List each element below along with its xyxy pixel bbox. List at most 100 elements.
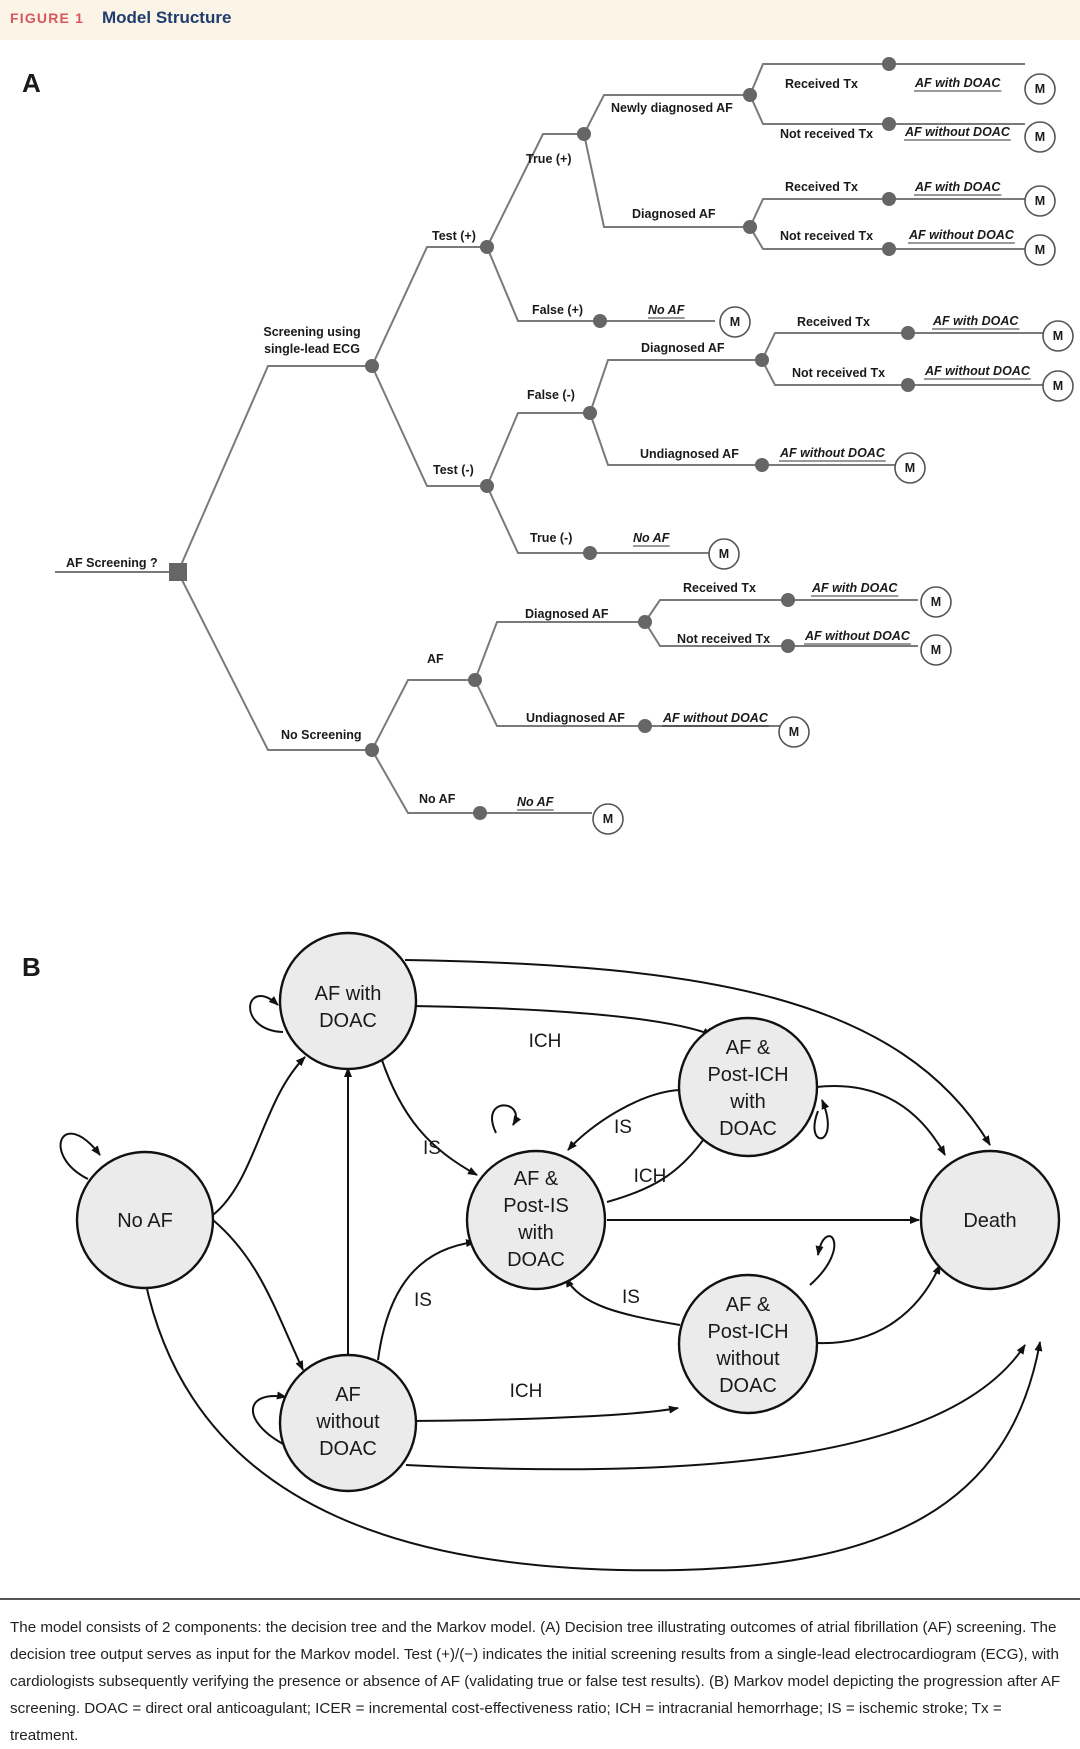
figure-header: FIGURE 1 Model Structure xyxy=(0,0,1080,40)
outcome-without-doac: AF without DOAC xyxy=(908,228,1015,242)
outcome-without-doac: AF without DOAC xyxy=(779,446,886,460)
undiagnosed-label: Undiagnosed AF xyxy=(526,711,625,725)
not-received-label: Not received Tx xyxy=(677,632,770,646)
edge-label-is: IS xyxy=(614,1117,632,1138)
chance-nodes xyxy=(365,57,915,820)
terminal-m: M xyxy=(592,803,624,835)
outcome-no-af: No AF xyxy=(517,795,554,809)
false-neg-label: False (-) xyxy=(527,388,575,402)
edge-label-is: IS xyxy=(622,1287,640,1308)
figure-diagram: A xyxy=(22,57,1074,1572)
state-af-without-doac: AF without DOAC xyxy=(278,1353,418,1493)
state-no-af: No AF xyxy=(75,1150,215,1290)
received-label: Received Tx xyxy=(683,581,756,595)
edge-label-ich: ICH xyxy=(510,1381,543,1402)
state-death: Death xyxy=(919,1149,1061,1291)
svg-text:M: M xyxy=(789,725,799,739)
svg-text:M: M xyxy=(1053,379,1063,393)
svg-text:DOAC: DOAC xyxy=(507,1249,565,1271)
received-label: Received Tx xyxy=(797,315,870,329)
diagnosed-label: Diagnosed AF xyxy=(641,341,725,355)
diagnosed-label: Diagnosed AF xyxy=(525,607,609,621)
terminal-m: M xyxy=(1024,234,1056,266)
terminal-m: M xyxy=(719,306,751,338)
terminal-m: M xyxy=(1024,121,1056,153)
undiagnosed-label: Undiagnosed AF xyxy=(640,447,739,461)
terminal-m: M xyxy=(1042,320,1074,352)
terminal-m: M xyxy=(920,586,952,618)
markov-terminals: M M M M M M M M M M M M M xyxy=(592,73,1074,835)
edge-label-is: IS xyxy=(414,1290,432,1311)
no-screening-label: No Screening xyxy=(281,728,362,742)
received-label: Received Tx xyxy=(785,180,858,194)
test-neg-label: Test (-) xyxy=(433,463,474,477)
svg-text:M: M xyxy=(931,643,941,657)
svg-text:AF &: AF & xyxy=(726,1294,771,1316)
outcome-with-doac: AF with DOAC xyxy=(914,180,1001,194)
svg-text:M: M xyxy=(730,315,740,329)
svg-text:with: with xyxy=(729,1091,766,1113)
svg-text:DOAC: DOAC xyxy=(719,1375,777,1397)
terminal-m: M xyxy=(1042,370,1074,402)
svg-text:Post-IS: Post-IS xyxy=(503,1195,569,1217)
state-af-with-doac: AF with DOAC xyxy=(278,931,418,1071)
markov-states: No AF AF with DOAC AF without DOAC AF & … xyxy=(75,931,1061,1493)
af-label: AF xyxy=(427,652,444,666)
svg-text:M: M xyxy=(1035,130,1045,144)
svg-text:Post-ICH: Post-ICH xyxy=(707,1321,788,1343)
terminal-m: M xyxy=(894,452,926,484)
true-pos-label: True (+) xyxy=(526,152,572,166)
diagnosed-label: Diagnosed AF xyxy=(632,207,716,221)
outcome-with-doac: AF with DOAC xyxy=(914,76,1001,90)
outcome-no-af: No AF xyxy=(648,303,685,317)
svg-text:M: M xyxy=(931,595,941,609)
outcome-without-doac: AF without DOAC xyxy=(904,125,1011,139)
not-received-label: Not received Tx xyxy=(780,127,873,141)
edge-label-ich: ICH xyxy=(529,1031,562,1052)
received-label: Received Tx xyxy=(785,77,858,91)
figure-title: Model Structure xyxy=(102,8,232,27)
figure-label: FIGURE 1 xyxy=(10,10,85,26)
not-received-label: Not received Tx xyxy=(792,366,885,380)
panel-a-label: A xyxy=(22,68,41,98)
no-af-branch-label: No AF xyxy=(419,792,456,806)
svg-text:M: M xyxy=(1053,329,1063,343)
svg-text:DOAC: DOAC xyxy=(319,1438,377,1460)
terminal-m: M xyxy=(778,716,810,748)
svg-text:with: with xyxy=(517,1222,554,1244)
svg-text:M: M xyxy=(603,812,613,826)
svg-text:M: M xyxy=(1035,243,1045,257)
svg-text:AF &: AF & xyxy=(514,1168,559,1190)
outcome-without-doac: AF without DOAC xyxy=(662,711,769,725)
outcome-without-doac: AF without DOAC xyxy=(804,629,911,643)
svg-text:M: M xyxy=(719,547,729,561)
figure-caption: The model consists of 2 components: the … xyxy=(10,1619,1061,1744)
svg-text:Post-ICH: Post-ICH xyxy=(707,1064,788,1086)
false-pos-label: False (+) xyxy=(532,303,583,317)
panel-b-label: B xyxy=(22,952,41,982)
svg-text:M: M xyxy=(905,461,915,475)
edge-label-is: IS xyxy=(423,1138,441,1159)
outcome-with-doac: AF with DOAC xyxy=(811,581,898,595)
state-no-af-label: No AF xyxy=(117,1210,173,1232)
svg-text:without: without xyxy=(315,1411,380,1433)
svg-text:M: M xyxy=(1035,82,1045,96)
panel-b-markov-model: B xyxy=(22,931,1061,1572)
svg-text:DOAC: DOAC xyxy=(319,1010,377,1032)
svg-text:AF &: AF & xyxy=(726,1037,771,1059)
tree-branches xyxy=(55,63,1045,814)
state-post-is-with-doac: AF & Post-IS with DOAC xyxy=(465,1149,607,1291)
terminal-m: M xyxy=(1024,185,1056,217)
state-death-label: Death xyxy=(963,1210,1016,1232)
markov-transitions xyxy=(59,959,1043,1572)
not-received-label: Not received Tx xyxy=(780,229,873,243)
terminal-m: M xyxy=(920,634,952,666)
terminal-m: M xyxy=(708,538,740,570)
terminal-m: M xyxy=(1024,73,1056,105)
outcome-no-af: No AF xyxy=(633,531,670,545)
newly-diagnosed-label: Newly diagnosed AF xyxy=(611,101,733,115)
outcome-without-doac: AF without DOAC xyxy=(924,364,1031,378)
true-neg-label: True (-) xyxy=(530,531,572,545)
